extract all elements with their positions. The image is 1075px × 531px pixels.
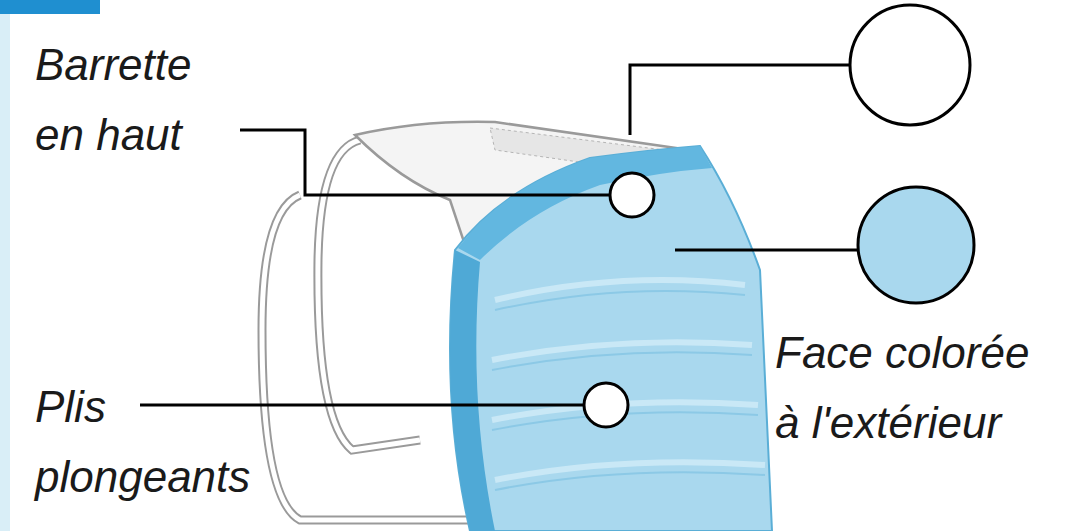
frame-edge — [0, 0, 10, 531]
side-band — [450, 250, 495, 531]
header-tab — [0, 0, 100, 14]
mask-front — [450, 146, 772, 531]
callout-circle — [584, 383, 628, 427]
part-label: Barrette en haut — [35, 30, 245, 170]
leader-line — [240, 130, 612, 195]
leader-line — [630, 65, 850, 135]
leader-line — [675, 249, 858, 252]
pleat-lines — [492, 280, 765, 480]
part-label: Plis plongeants — [35, 372, 275, 512]
ear-loop — [262, 195, 470, 520]
ear-loop — [262, 195, 470, 520]
part-label: Face colorée à l'extérieur — [775, 318, 1065, 458]
pleat-shadows — [492, 291, 765, 490]
top-band — [458, 146, 712, 260]
callout-circle — [610, 173, 654, 217]
white-swatch-circle — [850, 5, 970, 125]
leader-line — [140, 404, 585, 407]
colour-swatch-circle — [858, 187, 974, 303]
